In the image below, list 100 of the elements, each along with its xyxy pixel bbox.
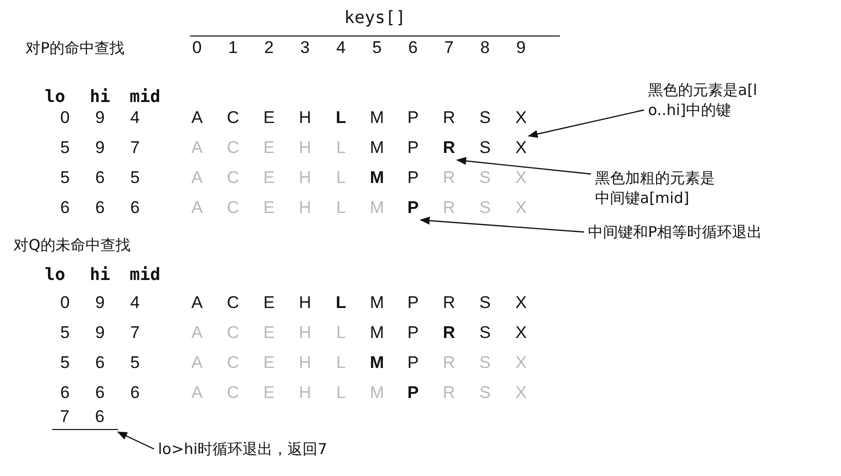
- key-letter: S: [479, 198, 491, 218]
- index-value: 5: [130, 353, 140, 373]
- callout-text: 中间键和P相等时循环退出: [588, 222, 808, 242]
- underlined-values: [52, 407, 118, 430]
- key-letter: A: [191, 168, 203, 188]
- key-letter: A: [191, 198, 203, 218]
- key-letter: X: [515, 383, 527, 403]
- column-index: 9: [516, 38, 526, 58]
- index-value: 0: [60, 293, 70, 313]
- index-value: 9: [95, 323, 105, 343]
- key-letter: A: [191, 383, 203, 403]
- column-header: mid: [130, 265, 160, 285]
- key-letter: L: [336, 108, 346, 128]
- key-letter: X: [515, 353, 527, 373]
- column-index: 1: [228, 38, 238, 58]
- index-value: 5: [60, 353, 70, 373]
- leader-line: [528, 109, 644, 138]
- index-value: 6: [95, 198, 105, 218]
- column-index: 3: [300, 38, 310, 58]
- index-value: 5: [60, 323, 70, 343]
- key-letter: A: [191, 108, 203, 128]
- index-value: 7: [60, 407, 70, 427]
- column-index: 5: [372, 38, 382, 58]
- index-value: 9: [95, 293, 105, 313]
- key-letter: X: [515, 108, 527, 128]
- key-letter: S: [479, 353, 491, 373]
- index-value: 6: [130, 198, 140, 218]
- key-letter: L: [336, 138, 346, 158]
- key-letter: L: [336, 383, 346, 403]
- key-letter: S: [479, 168, 491, 188]
- section-title: 对Q的未命中查找: [14, 235, 130, 255]
- index-value: 6: [95, 383, 105, 403]
- key-letter: M: [370, 198, 384, 218]
- key-letter: P: [407, 353, 419, 373]
- key-letter: X: [515, 198, 527, 218]
- column-index: 2: [264, 38, 274, 58]
- index-value: 6: [60, 383, 70, 403]
- key-letter: A: [191, 138, 203, 158]
- key-letter: X: [515, 138, 527, 158]
- key-letter: C: [226, 353, 240, 373]
- key-letter: M: [370, 138, 384, 158]
- section-title: 对P的命中查找: [25, 38, 125, 58]
- key-letter: L: [336, 198, 346, 218]
- column-header: hi: [90, 265, 110, 285]
- key-letter: P: [407, 138, 419, 158]
- key-letter: R: [442, 108, 456, 128]
- key-letter: R: [442, 168, 456, 188]
- column-header: lo: [44, 265, 66, 285]
- key-letter: R: [442, 138, 456, 158]
- column-header: lo: [44, 87, 66, 107]
- callout-text: 黑色加粗的元素是中间键a[mid]: [595, 168, 725, 208]
- column-index: 6: [408, 38, 418, 58]
- key-letter: P: [407, 108, 419, 128]
- key-letter: M: [370, 353, 384, 373]
- key-letter: M: [370, 168, 384, 188]
- key-letter: H: [298, 138, 312, 158]
- index-value: 4: [130, 108, 140, 128]
- index-value: 9: [95, 138, 105, 158]
- callout-text: 黑色的元素是a[lo..hi]中的键: [648, 80, 758, 120]
- key-letter: R: [442, 383, 456, 403]
- key-letter: S: [479, 383, 491, 403]
- key-letter: M: [370, 293, 384, 313]
- index-value: 5: [60, 168, 70, 188]
- key-letter: E: [263, 293, 275, 313]
- index-value: 5: [130, 168, 140, 188]
- key-letter: R: [442, 353, 456, 373]
- key-letter: X: [515, 323, 527, 343]
- key-letter: C: [226, 138, 240, 158]
- key-letter: X: [515, 168, 527, 188]
- key-letter: C: [226, 108, 240, 128]
- index-value: 6: [130, 383, 140, 403]
- key-letter: E: [263, 168, 275, 188]
- key-letter: R: [442, 323, 456, 343]
- key-letter: H: [298, 198, 312, 218]
- key-letter: E: [263, 198, 275, 218]
- key-letter: A: [191, 293, 203, 313]
- key-letter: P: [407, 198, 419, 218]
- leader-line: [117, 431, 154, 450]
- key-letter: C: [226, 323, 240, 343]
- key-letter: M: [370, 323, 384, 343]
- column-index: 0: [192, 38, 202, 58]
- column-index: 4: [336, 38, 346, 58]
- index-value: 5: [60, 138, 70, 158]
- key-letter: A: [191, 353, 203, 373]
- key-letter: S: [479, 138, 491, 158]
- key-letter: H: [298, 168, 312, 188]
- key-letter: L: [336, 168, 346, 188]
- index-value: 7: [130, 323, 140, 343]
- key-letter: H: [298, 108, 312, 128]
- key-letter: R: [442, 293, 456, 313]
- key-letter: L: [336, 323, 346, 343]
- key-letter: C: [226, 293, 240, 313]
- column-header: hi: [90, 87, 110, 107]
- callout-text: lo>hi时循环退出，返回7: [158, 439, 418, 459]
- key-letter: P: [407, 383, 419, 403]
- index-value: 4: [130, 293, 140, 313]
- index-value: 0: [60, 108, 70, 128]
- column-index: 7: [444, 38, 454, 58]
- column-index: 8: [480, 38, 490, 58]
- key-letter: S: [479, 108, 491, 128]
